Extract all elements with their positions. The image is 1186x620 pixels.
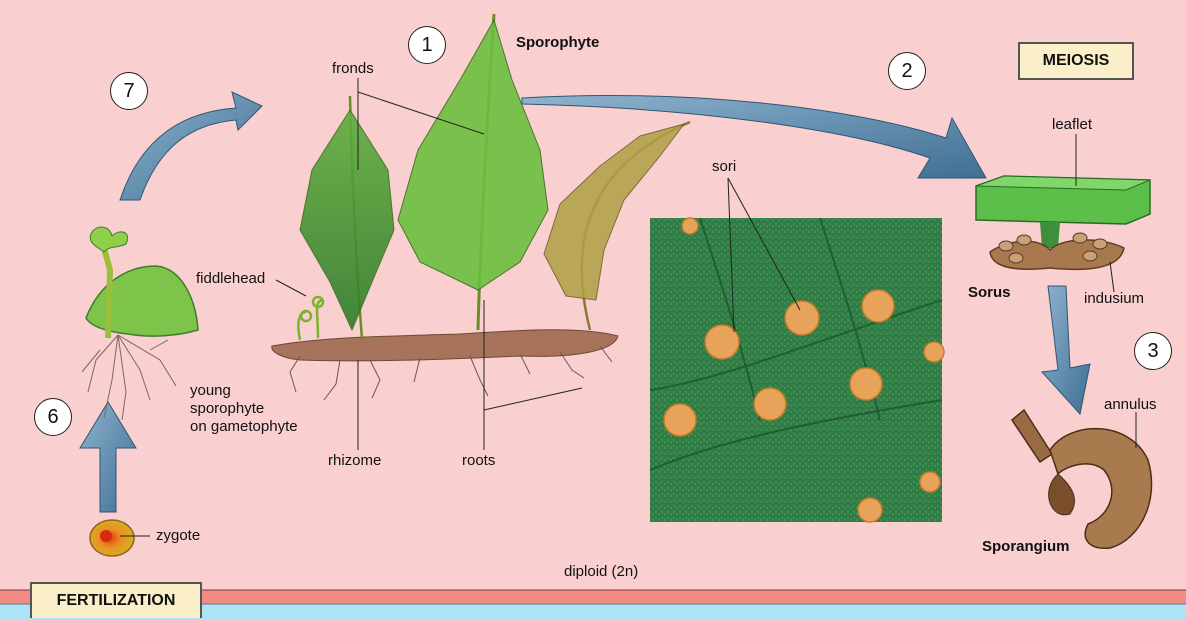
young-sporophyte-label-line-1: young [190, 382, 231, 400]
young-sporophyte-label-line-3: on gametophyte [190, 418, 298, 436]
sorus-illustration [976, 134, 1150, 292]
arrow-3 [1042, 286, 1090, 414]
sori-photo [650, 218, 944, 522]
zygote-illustration [90, 520, 150, 556]
step-7-marker: 7 [110, 72, 148, 110]
rhizome-illustration [272, 330, 618, 400]
fiddlehead-illustration [298, 297, 323, 340]
sporophyte-label: Sporophyte [516, 34, 599, 52]
sorus-label: Sorus [968, 284, 1011, 302]
fronds-label: fronds [332, 60, 374, 78]
step-1-marker: 1 [408, 26, 446, 64]
arrow-2 [522, 96, 986, 178]
leaflet-label: leaflet [1052, 116, 1092, 134]
indusium-label: indusium [1084, 290, 1144, 308]
young-sporophyte-label-line-2: sporophyte [190, 400, 264, 418]
step-2-marker: 2 [888, 52, 926, 90]
fertilization-box: FERTILIZATION [30, 582, 202, 618]
young-sporophyte-illustration [82, 227, 198, 420]
step-6-marker: 6 [34, 398, 72, 436]
sporangium-label: Sporangium [982, 538, 1070, 556]
arrow-7 [120, 92, 262, 200]
fiddlehead-label: fiddlehead [196, 270, 265, 288]
meiosis-box: MEIOSIS [1018, 42, 1134, 80]
diploid-label: diploid (2n) [564, 563, 638, 581]
annulus-label: annulus [1104, 396, 1157, 414]
roots-label: roots [462, 452, 495, 470]
sporangium-illustration [1012, 410, 1152, 548]
step-3-marker: 3 [1134, 332, 1172, 370]
sori-label: sori [712, 158, 736, 176]
arrow-6 [80, 402, 136, 512]
rhizome-label: rhizome [328, 452, 381, 470]
zygote-label: zygote [156, 527, 200, 545]
